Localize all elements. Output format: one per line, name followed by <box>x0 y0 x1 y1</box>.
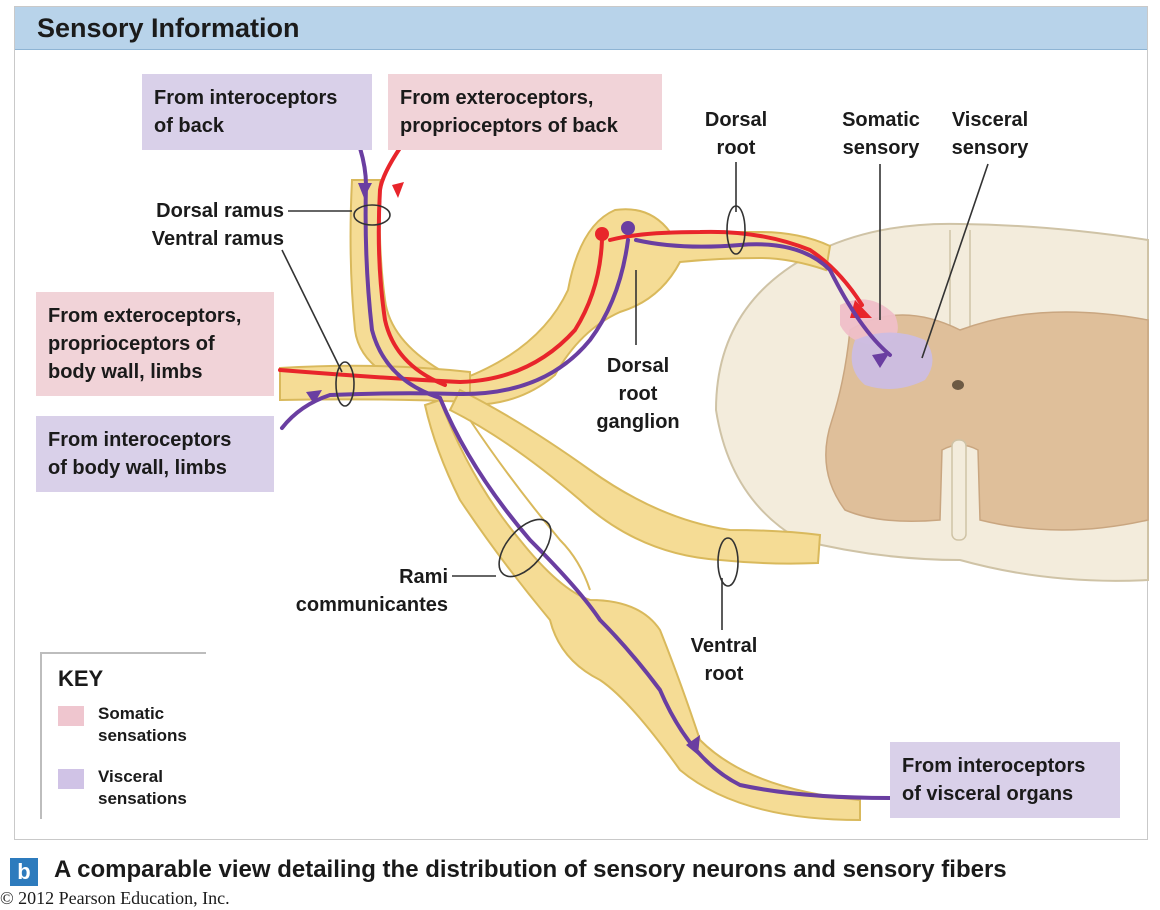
label-line: From exteroceptors, <box>400 87 594 109</box>
key-label-visceral: Visceral sensations <box>98 766 187 810</box>
key-label-somatic: Somatic sensations <box>98 703 187 747</box>
leader-lines <box>281 162 989 630</box>
label-line: root <box>618 383 658 405</box>
label-line: of back <box>154 115 225 137</box>
visceral-neuron-body <box>621 221 635 235</box>
label-line: Ventral <box>690 635 758 657</box>
label-rami-communicantes: Rami communicantes <box>256 563 448 619</box>
label-line: sensory <box>842 137 920 159</box>
label-dorsal-root-ganglion: Dorsal root ganglion <box>580 352 696 436</box>
key-legend: KEY Somatic sensations Visceral sensatio… <box>40 652 206 819</box>
copyright-notice: © 2012 Pearson Education, Inc. <box>0 888 230 908</box>
label-line: of visceral organs <box>902 783 1074 805</box>
label-line: communicantes <box>295 594 448 616</box>
label-line: root <box>716 137 756 159</box>
label-line: From exteroceptors, <box>48 305 242 327</box>
label-interoceptors-back: From interoceptors of back <box>142 74 372 150</box>
figure-badge: b <box>10 858 38 886</box>
label-line: Rami <box>399 566 448 588</box>
label-dorsal-ramus: Dorsal ramus <box>156 200 284 222</box>
label-interoceptors-body: From interoceptors of body wall, limbs <box>36 416 274 492</box>
somatic-fibers <box>278 146 864 387</box>
label-interoceptors-visceral: From interoceptors of visceral organs <box>890 742 1120 818</box>
spinal-cord <box>714 222 1149 582</box>
label-line: of body wall, limbs <box>48 457 227 479</box>
arrowhead <box>306 390 322 404</box>
label-line: From interoceptors <box>154 87 338 109</box>
arrowhead <box>392 182 404 198</box>
label-exteroceptors-body: From exteroceptors, proprioceptors of bo… <box>36 292 274 396</box>
label-visceral-sensory: Visceral sensory <box>938 106 1042 162</box>
key-line: Visceral <box>98 767 163 786</box>
key-line: Somatic <box>98 704 165 723</box>
arrowhead <box>686 735 700 755</box>
label-ventral-ramus: Ventral ramus <box>151 228 284 250</box>
label-line: body wall, limbs <box>48 361 203 383</box>
key-line: sensations <box>98 789 187 808</box>
label-line: Dorsal <box>606 355 670 377</box>
label-line: From interoceptors <box>902 755 1086 777</box>
label-line: proprioceptors of <box>48 333 215 355</box>
key-line: sensations <box>98 726 187 745</box>
label-line: ganglion <box>596 411 680 433</box>
key-swatch-somatic <box>58 706 84 726</box>
label-line: From interoceptors <box>48 429 232 451</box>
label-line: root <box>704 663 744 685</box>
label-dorsal-root: Dorsal root <box>688 106 784 162</box>
somatic-neuron-body <box>595 227 609 241</box>
header-bar: Sensory Information <box>15 7 1147 50</box>
label-exteroceptors-back: From exteroceptors, proprioceptors of ba… <box>388 74 662 150</box>
label-ventral-root: Ventral root <box>672 632 776 688</box>
visceral-fibers <box>280 146 892 800</box>
arrowhead <box>872 352 890 368</box>
label-line: sensory <box>951 137 1029 159</box>
arrowhead <box>358 183 372 198</box>
key-title: KEY <box>58 666 104 691</box>
figure-caption: A comparable view detailing the distribu… <box>54 856 1007 883</box>
label-line: Dorsal <box>704 109 768 131</box>
page-title: Sensory Information <box>37 13 300 43</box>
label-somatic-sensory: Somatic sensory <box>826 106 936 162</box>
label-line: proprioceptors of back <box>400 115 618 137</box>
label-line: Visceral <box>951 109 1029 131</box>
label-line: Somatic <box>842 109 920 131</box>
key-swatch-visceral <box>58 769 84 789</box>
sensory-diagram <box>278 146 1149 822</box>
